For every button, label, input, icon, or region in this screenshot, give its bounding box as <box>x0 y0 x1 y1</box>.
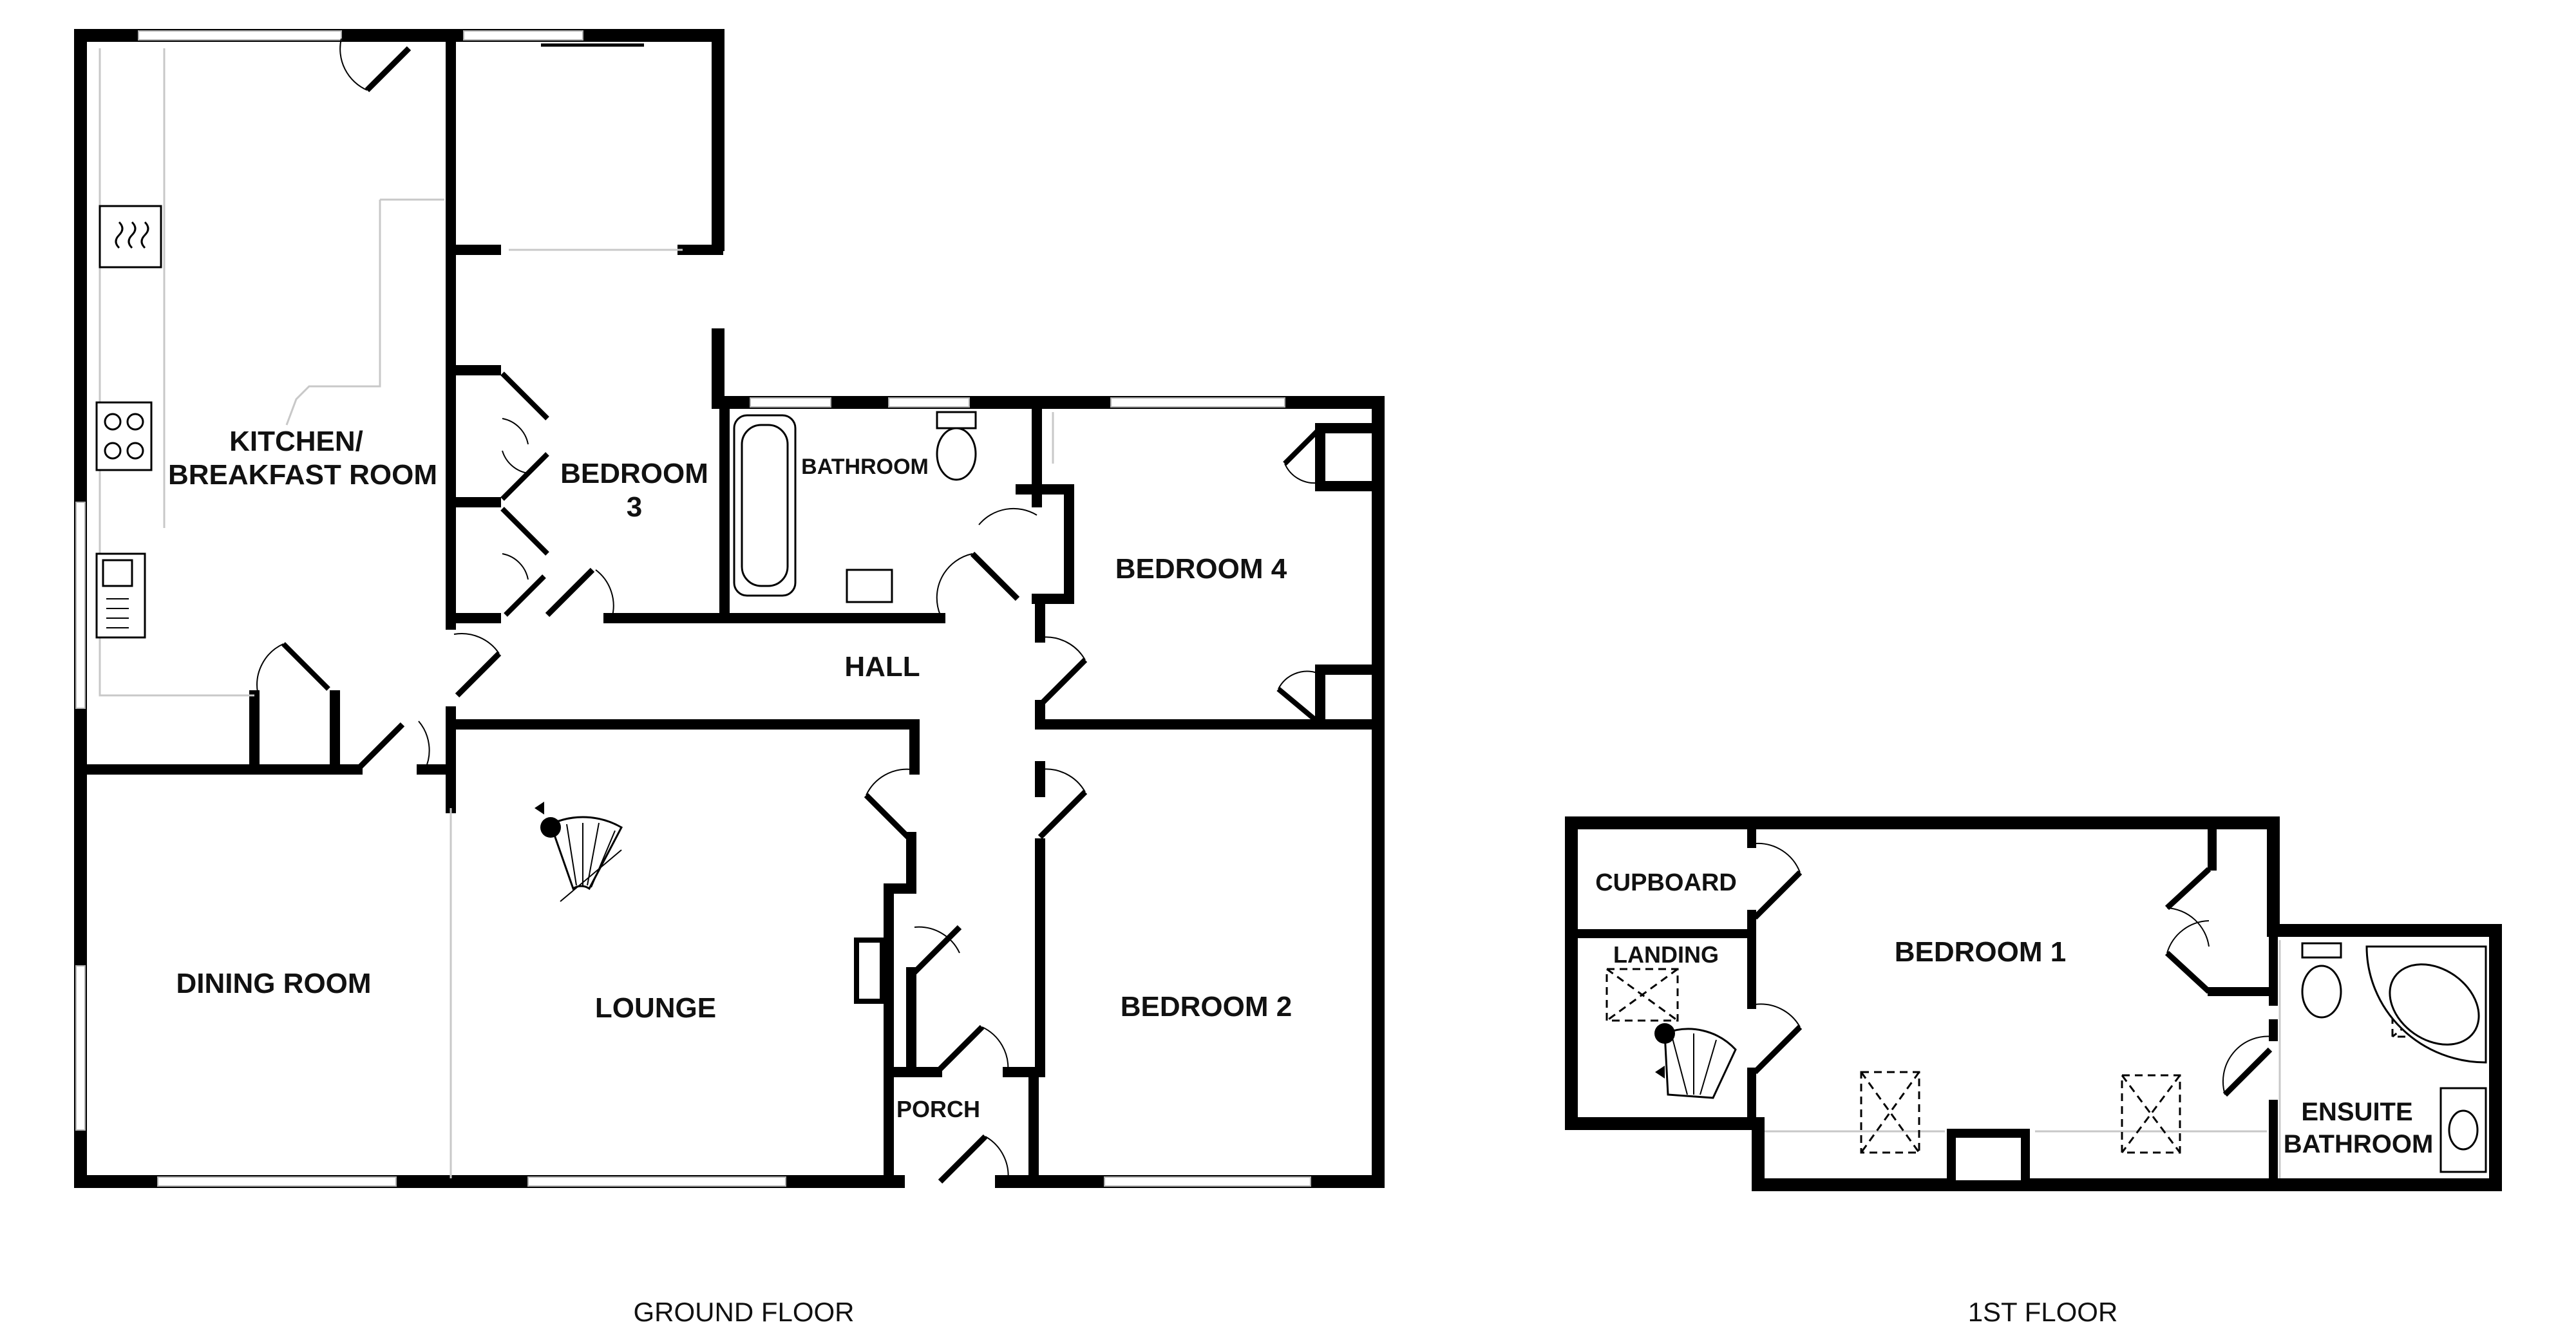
first-floor-interior-walls <box>1567 818 2278 1189</box>
first-floor-doors <box>1752 842 2274 1097</box>
first-floor-fixtures <box>1605 942 2487 1173</box>
hall-label: HALL <box>844 651 920 683</box>
ground-floor-labels: KITCHEN/ BREAKFAST ROOM BEDROOM 3 BATHRO… <box>168 426 1292 1327</box>
ground-floor-label: GROUND FLOOR <box>633 1297 854 1327</box>
bedroom4-label: BEDROOM 4 <box>1115 553 1287 585</box>
bathroom-label: BATHROOM <box>801 455 929 479</box>
first-floor-plan: CUPBOARD LANDING BEDROOM 1 ENSUITE BATHR… <box>1565 816 2502 1327</box>
first-floor-label: 1ST FLOOR <box>1968 1297 2118 1327</box>
bedroom3-label-line1: BEDROOM <box>560 458 708 489</box>
bedroom3-label-line2: 3 <box>627 491 642 523</box>
bedroom2-label: BEDROOM 2 <box>1121 991 1292 1023</box>
bedroom1-label: BEDROOM 1 <box>1895 936 2066 968</box>
ground-floor-plan: KITCHEN/ BREAKFAST ROOM BEDROOM 3 BATHRO… <box>74 29 1385 1327</box>
ground-floor-windows <box>75 30 1311 1187</box>
cupboard-label: CUPBOARD <box>1595 869 1737 896</box>
first-floor-labels: CUPBOARD LANDING BEDROOM 1 ENSUITE BATHR… <box>1595 869 2433 1327</box>
ground-floor-doors <box>256 38 1319 1184</box>
landing-label: LANDING <box>1613 941 1719 968</box>
lounge-label: LOUNGE <box>595 992 716 1024</box>
kitchen-label-line1: KITCHEN/ <box>229 426 363 457</box>
ground-floor-interior-walls <box>75 30 1383 1187</box>
first-floor-thin-lines <box>1765 940 2281 1178</box>
porch-label: PORCH <box>896 1096 980 1122</box>
ensuite-label-line2: BATHROOM <box>2284 1130 2434 1158</box>
kitchen-label-line2: BREAKFAST ROOM <box>168 459 437 491</box>
ground-floor-fixtures <box>95 205 977 902</box>
ensuite-label-line1: ENSUITE <box>2301 1098 2412 1126</box>
first-floor-outer-walls <box>1565 816 2502 1191</box>
dining-room-label: DINING ROOM <box>176 968 371 999</box>
